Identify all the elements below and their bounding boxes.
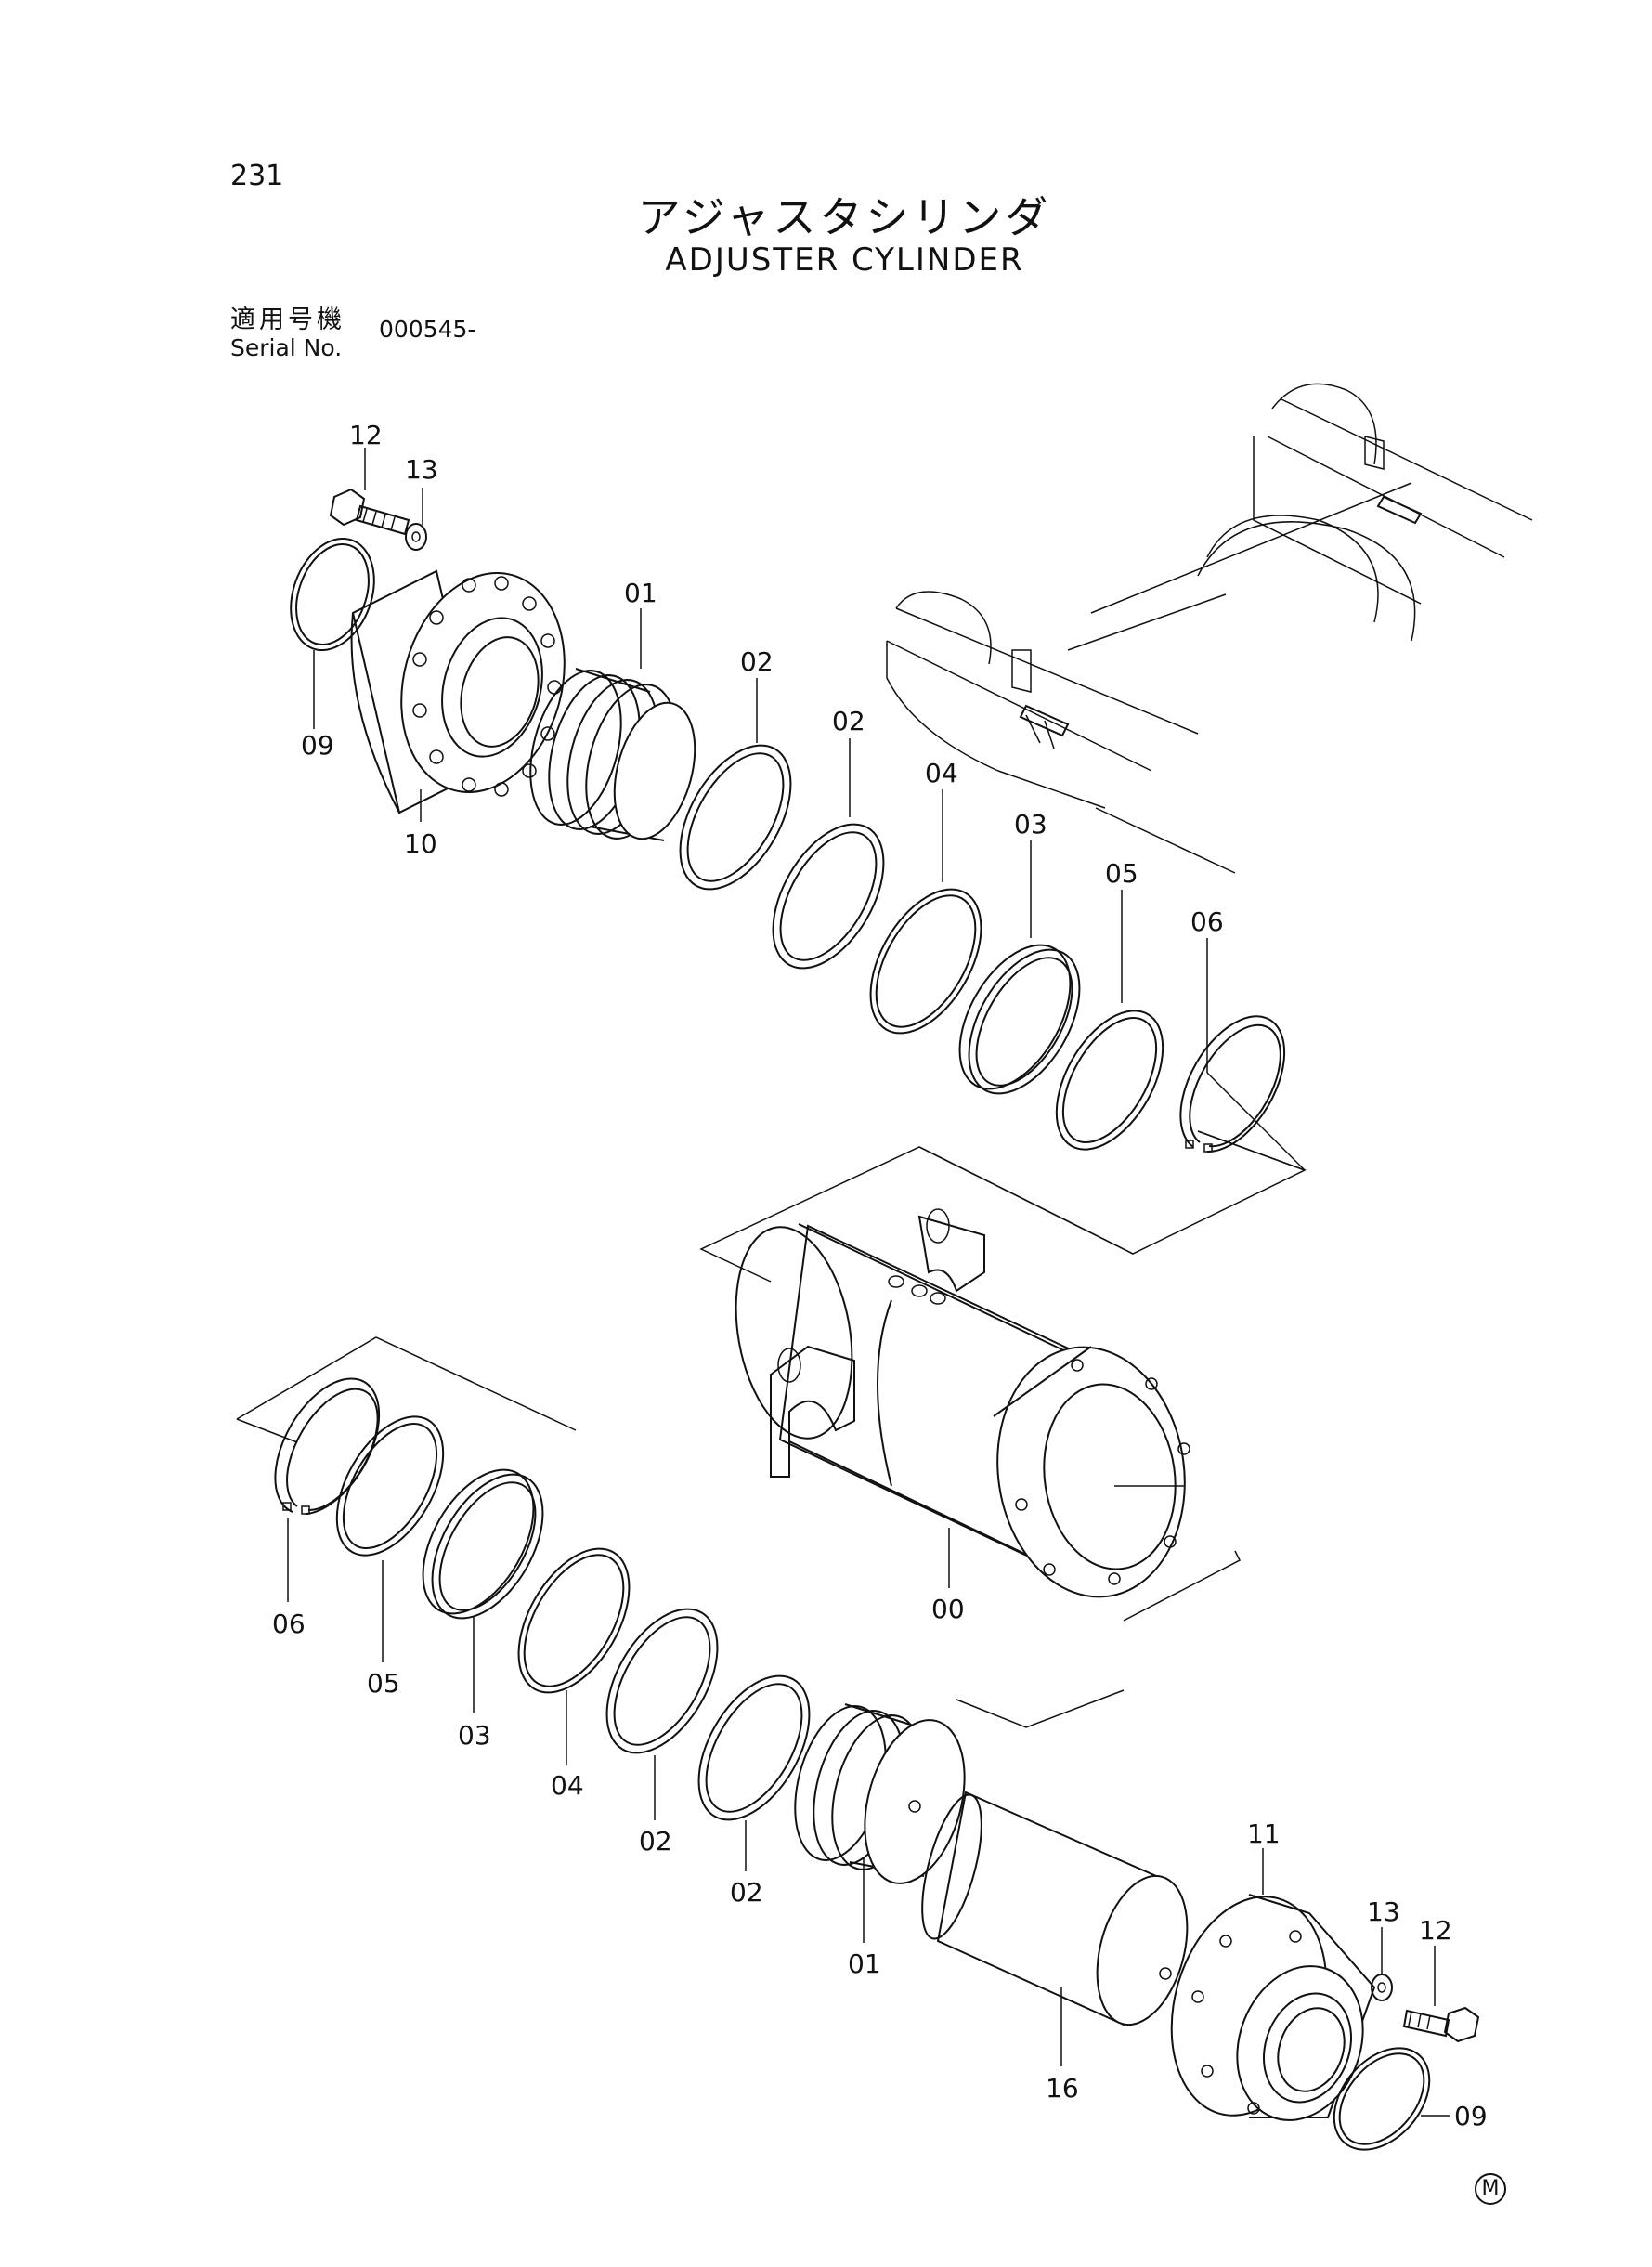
part-16-rod xyxy=(921,1791,1189,2026)
part-02-ring-bottom-a xyxy=(605,1608,719,1754)
callout-01-top: 01 xyxy=(624,578,657,608)
part-02-ring-top-b xyxy=(772,823,885,970)
callout-12-bottom: 12 xyxy=(1419,1915,1452,1946)
part-11-head-cover-bottom xyxy=(1170,1894,1376,2121)
callout-03-bottom: 03 xyxy=(458,1720,491,1751)
serial-number-value: 000545- xyxy=(379,316,476,343)
part-01-piston-bottom xyxy=(794,1703,966,1884)
leader-lines xyxy=(287,448,1450,2117)
part-12-bolt-bottom xyxy=(1402,2006,1480,2043)
part-02-ring-top-a xyxy=(679,744,792,891)
part-09-oring-top xyxy=(290,537,375,652)
part-04-ring-bottom xyxy=(517,1547,631,1694)
serial-label-japanese: 適用号機 xyxy=(230,306,345,334)
part-10-head-cover-top xyxy=(350,569,566,814)
page-number: 231 xyxy=(230,160,284,192)
callout-02-top-a: 02 xyxy=(740,646,774,677)
part-05-ring-bottom xyxy=(335,1415,445,1557)
callout-13-top: 13 xyxy=(405,454,438,485)
callout-06-bottom: 06 xyxy=(272,1609,306,1639)
callout-12-top: 12 xyxy=(349,420,383,450)
callout-labels: 12 13 01 02 02 04 03 05 06 09 10 00 06 0… xyxy=(272,420,1488,2131)
part-06-snap-ring-top xyxy=(1179,1015,1286,1153)
track-frame-sketch xyxy=(886,383,1533,874)
assembly-outline-top xyxy=(699,1130,1307,1283)
callout-01-bottom: 01 xyxy=(848,1948,881,1979)
part-00-cylinder-body xyxy=(735,1208,1190,1598)
part-03-ring-top xyxy=(958,944,1081,1095)
part-04-ring-top xyxy=(869,888,982,1035)
callout-04-top: 04 xyxy=(925,758,958,788)
callout-06-top: 06 xyxy=(1190,906,1224,937)
callout-09-bottom: 09 xyxy=(1454,2101,1488,2131)
callout-03-top: 03 xyxy=(1014,809,1047,840)
part-03-ring-bottom xyxy=(422,1468,544,1620)
part-13-washer-bottom xyxy=(1371,1974,1393,2001)
part-05-ring-top xyxy=(1055,1010,1164,1151)
corner-mark: M xyxy=(1475,2173,1506,2205)
part-02-ring-bottom-b xyxy=(697,1674,811,1821)
part-09-oring-bottom xyxy=(1333,2047,1431,2151)
callout-02-bottom-a: 02 xyxy=(639,1826,672,1857)
title-english: ADJUSTER CYLINDER xyxy=(665,241,1024,279)
callout-05-bottom: 05 xyxy=(367,1668,400,1699)
callout-09-top: 09 xyxy=(301,730,334,761)
callout-02-bottom-b: 02 xyxy=(730,1877,763,1908)
callout-16: 16 xyxy=(1046,2073,1079,2104)
callout-05-top: 05 xyxy=(1105,858,1138,889)
callout-11-bottom: 11 xyxy=(1247,1818,1281,1849)
part-01-piston-top xyxy=(529,668,696,841)
callout-00: 00 xyxy=(931,1594,965,1624)
title-japanese: アジャスタシリンダ xyxy=(637,192,1052,242)
callout-04-bottom: 04 xyxy=(551,1770,584,1801)
part-13-washer-top xyxy=(405,523,427,551)
assembly-outline-bottom xyxy=(236,1336,1242,1728)
callout-02-top-b: 02 xyxy=(832,706,865,736)
part-06-snap-ring-bottom xyxy=(274,1377,381,1515)
serial-label-english: Serial No. xyxy=(230,334,343,361)
callout-13-bottom: 13 xyxy=(1367,1896,1400,1927)
callout-10-top: 10 xyxy=(404,828,437,859)
part-12-bolt-top xyxy=(329,488,410,536)
